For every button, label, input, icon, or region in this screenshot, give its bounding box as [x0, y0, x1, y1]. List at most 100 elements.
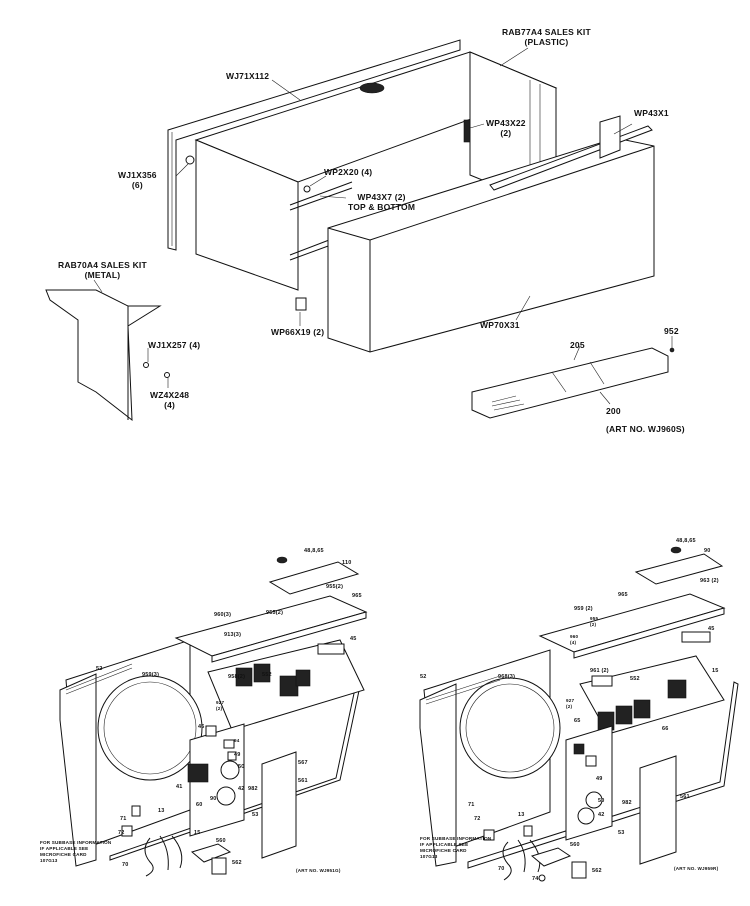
label-wp43x22-name: WP43X22	[486, 118, 526, 128]
label-r-552: 552	[630, 676, 640, 682]
label-sales-kit-plastic-sub: (PLASTIC)	[524, 37, 569, 47]
label-wj1x356-name: WJ1X356	[118, 170, 157, 180]
label-r-959: 959 (2)	[574, 606, 593, 612]
label-l-552: 552	[262, 672, 272, 678]
label-r-subbase-4: 107G13	[420, 854, 438, 859]
label-r-927-qty: (2)	[566, 704, 573, 709]
label-l-71: 71	[120, 816, 127, 822]
label-wj1x257: WJ1X257 (4)	[148, 340, 201, 350]
label-r-927: 927(2)	[566, 698, 574, 710]
chassis-left-assembly	[59, 556, 368, 877]
label-l-913: 913(3)	[224, 632, 242, 638]
label-r-960-qty: (4)	[570, 640, 577, 645]
label-r-960-name: 960	[570, 634, 579, 639]
label-l-53: 53	[252, 812, 259, 818]
label-r-960: 960(4)	[570, 634, 578, 646]
label-r-560: 560	[570, 842, 580, 848]
label-l-955a: 955(2)	[266, 610, 284, 616]
label-wp43x7-sub: TOP & BOTTOM	[348, 202, 416, 212]
label-r-90: 90	[704, 548, 711, 554]
label-wj1x356-qty: (6)	[131, 180, 143, 190]
label-l-48: 48,8,65	[304, 548, 324, 554]
label-l-45: 45	[350, 636, 357, 642]
label-l-560: 560	[216, 838, 226, 844]
label-205: 205	[570, 340, 585, 350]
label-r-subbase-1: FOR SUBBASE INFORMATION	[420, 836, 492, 841]
label-wp66x19: WP66X19 (2)	[271, 327, 325, 337]
label-r-45: 45	[708, 626, 715, 632]
label-l-15: 15	[194, 830, 201, 836]
label-wp43x7-name: WP43X7 (2)	[357, 192, 406, 202]
label-l-965: 965	[352, 593, 362, 599]
label-r-subbase-2: IF APPLICABLE SEE	[420, 842, 469, 847]
label-l-art: (ART NO. WJ951G)	[296, 868, 341, 873]
label-r-subbase: FOR SUBBASE INFORMATION IF APPLICABLE SE…	[420, 836, 491, 860]
label-r-71: 71	[468, 802, 475, 808]
label-l-110: 110	[342, 560, 352, 566]
label-l-subbase-2: IF APPLICABLE SEE	[40, 846, 89, 851]
label-r-561: 561	[680, 794, 690, 800]
label-r-53: 53	[618, 830, 625, 836]
label-l-70: 70	[122, 862, 129, 868]
label-r-74: 74	[532, 876, 539, 882]
label-r-42: 42	[598, 812, 605, 818]
label-wp2x20: WP2X20 (4)	[324, 167, 373, 177]
label-r-66: 66	[662, 726, 669, 732]
label-r-49: 49	[596, 776, 603, 782]
label-wj1x356: WJ1X356(6)	[118, 170, 157, 190]
chassis-right-assembly	[419, 546, 739, 882]
label-l-567: 567	[298, 760, 308, 766]
label-wp43x1: WP43X1	[634, 108, 669, 118]
label-wz4x248-qty: (4)	[164, 400, 176, 410]
label-sales-kit-metal: RAB70A4 SALES KIT(METAL)	[58, 260, 147, 280]
label-wp43x22: WP43X22(2)	[486, 118, 526, 138]
label-wj71x112: WJ71X112	[226, 71, 270, 81]
label-r-927-name: 927	[566, 698, 575, 703]
label-r-562: 562	[592, 868, 602, 874]
label-952: 952	[664, 326, 679, 336]
label-sales-kit-metal-sub: (METAL)	[84, 270, 121, 280]
label-l-561: 561	[298, 778, 308, 784]
label-l-subbase-3: MICROFICHE CARD	[40, 852, 87, 857]
label-r-art: (ART NO. WJ959R)	[674, 866, 719, 871]
label-l-subbase: FOR SUBBASE INFORMATION IF APPLICABLE SE…	[40, 840, 111, 864]
label-r-955-qty: (2)	[590, 622, 597, 627]
label-sales-kit-plastic: RAB77A4 SALES KIT(PLASTIC)	[502, 27, 591, 47]
label-l-subbase-1: FOR SUBBASE INFORMATION	[40, 840, 112, 845]
label-l-94: 94	[234, 738, 240, 743]
label-r-65: 65	[574, 718, 581, 724]
label-r-72: 72	[474, 816, 481, 822]
label-r-961: 961 (2)	[590, 668, 609, 674]
label-l-927: 927(2)	[216, 700, 224, 712]
label-r-982: 982	[622, 800, 632, 806]
label-l-90: 90	[210, 796, 217, 802]
label-l-959: 959(3)	[142, 672, 160, 678]
label-l-60: 60	[196, 802, 203, 808]
label-r-955: 955(2)	[590, 616, 598, 628]
label-wz4x248: WZ4X248(4)	[150, 390, 189, 410]
label-r-968: 968(3)	[498, 674, 516, 680]
label-r-70: 70	[498, 866, 505, 872]
label-l-41: 41	[176, 784, 183, 790]
label-sales-kit-plastic-name: RAB77A4 SALES KIT	[502, 27, 591, 37]
label-l-927-qty: (2)	[216, 706, 223, 711]
label-r-965: 965	[618, 592, 628, 598]
wall-sleeve-assembly	[45, 39, 675, 422]
label-l-46: 46	[198, 724, 205, 730]
label-r-13: 13	[518, 812, 525, 818]
label-l-562: 562	[232, 860, 242, 866]
label-l-72: 72	[118, 830, 125, 836]
label-wp70x31: WP70X31	[480, 320, 520, 330]
label-wp43x22-qty: (2)	[500, 128, 512, 138]
label-l-42: 42	[238, 786, 245, 792]
label-r-48: 48,8,65	[676, 538, 696, 544]
label-r-subbase-3: MICROFICHE CARD	[420, 848, 467, 853]
label-l-13: 13	[158, 808, 165, 814]
label-l-52: 52	[96, 666, 103, 672]
label-200: 200	[606, 406, 621, 416]
label-l-955b: 955(2)	[326, 584, 344, 590]
label-l-960: 960(3)	[214, 612, 232, 618]
label-r-955-name: 955	[590, 616, 599, 621]
label-r-50: 50	[598, 798, 605, 804]
label-l-958: 958(2)	[228, 674, 246, 680]
